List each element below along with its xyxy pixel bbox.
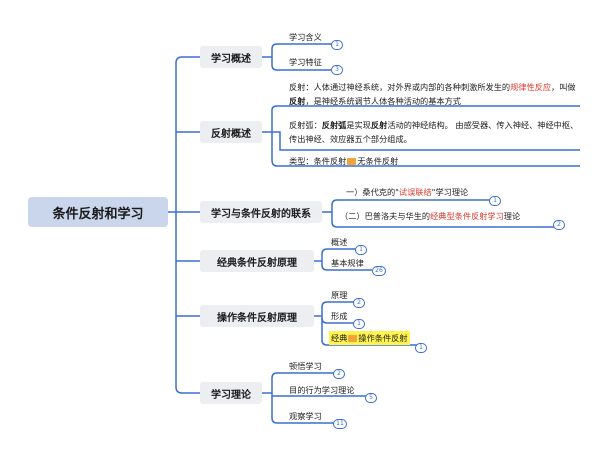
leaf-fanshe-leixing[interactable]: 类型：条件反射无条件反射 — [289, 156, 399, 166]
note-count-badge[interactable]: 1 — [353, 319, 365, 329]
note-count-badge[interactable]: 11 — [333, 419, 347, 429]
branch-lianxi[interactable]: 学习与条件反射的联系 — [200, 201, 322, 223]
leaf-fanshe-definition[interactable]: 反射：人体通过神经系统，对外界或内部的各种刺激所发生的规律性反应，叫做反射，是神… — [289, 82, 576, 106]
branch-caozuo[interactable]: 操作条件反射原理 — [200, 305, 314, 327]
leaf-jingdian-caozuo[interactable]: 经典操作条件反射 — [329, 331, 410, 345]
note-count-badge[interactable]: 1 — [331, 40, 343, 50]
note-count-badge[interactable]: 2 — [333, 369, 345, 379]
branch-xuexi-gaishu[interactable]: 学习概述 — [200, 46, 262, 68]
leaf-babuluofu[interactable]: （二）巴普洛夫与华生的经典型条件反射学习理论 — [340, 211, 521, 221]
note-count-badge[interactable]: 2 — [353, 298, 365, 308]
note-count-badge[interactable]: 1 — [415, 343, 427, 353]
link-icon — [347, 158, 357, 165]
leaf-dunwu[interactable]: 顿悟学习 — [289, 361, 322, 371]
leaf-xuexi-tezheng[interactable]: 学习特征 — [289, 57, 322, 67]
leaf-xuexi-hanyi[interactable]: 学习含义 — [289, 32, 322, 42]
note-count-badge[interactable]: 1 — [355, 245, 367, 255]
branch-fanshe-gaishu[interactable]: 反射概述 — [200, 121, 262, 143]
leaf-fanshehu[interactable]: 反射弧：反射弧是实现反射活动的神经结构。 由感受器、传入神经、神经中枢、传出神经… — [289, 120, 579, 144]
root-topic[interactable]: 条件反射和学习 — [28, 197, 168, 227]
note-count-badge[interactable]: 2 — [553, 220, 565, 230]
note-count-badge[interactable]: 3 — [331, 65, 343, 75]
leaf-gaishu[interactable]: 概述 — [331, 237, 348, 247]
link-icon — [348, 335, 358, 342]
note-count-badge[interactable]: 5 — [365, 393, 377, 403]
leaf-yuanli[interactable]: 原理 — [331, 290, 348, 300]
leaf-guancha[interactable]: 观察学习 — [289, 411, 322, 421]
leaf-jiben-guilv[interactable]: 基本规律 — [331, 258, 364, 268]
note-count-badge[interactable]: 26 — [372, 266, 386, 276]
leaf-sangdaike[interactable]: 一）桑代克的"试误联结"学习理论 — [346, 187, 469, 197]
leaf-xingcheng[interactable]: 形成 — [331, 311, 348, 321]
branch-xuexi-lilun[interactable]: 学习理论 — [200, 382, 262, 404]
leaf-mudi-xingwei[interactable]: 目的行为学习理论 — [289, 385, 355, 395]
branch-jingdian[interactable]: 经典条件反射原理 — [200, 250, 314, 272]
note-count-badge[interactable]: 1 — [489, 196, 501, 206]
